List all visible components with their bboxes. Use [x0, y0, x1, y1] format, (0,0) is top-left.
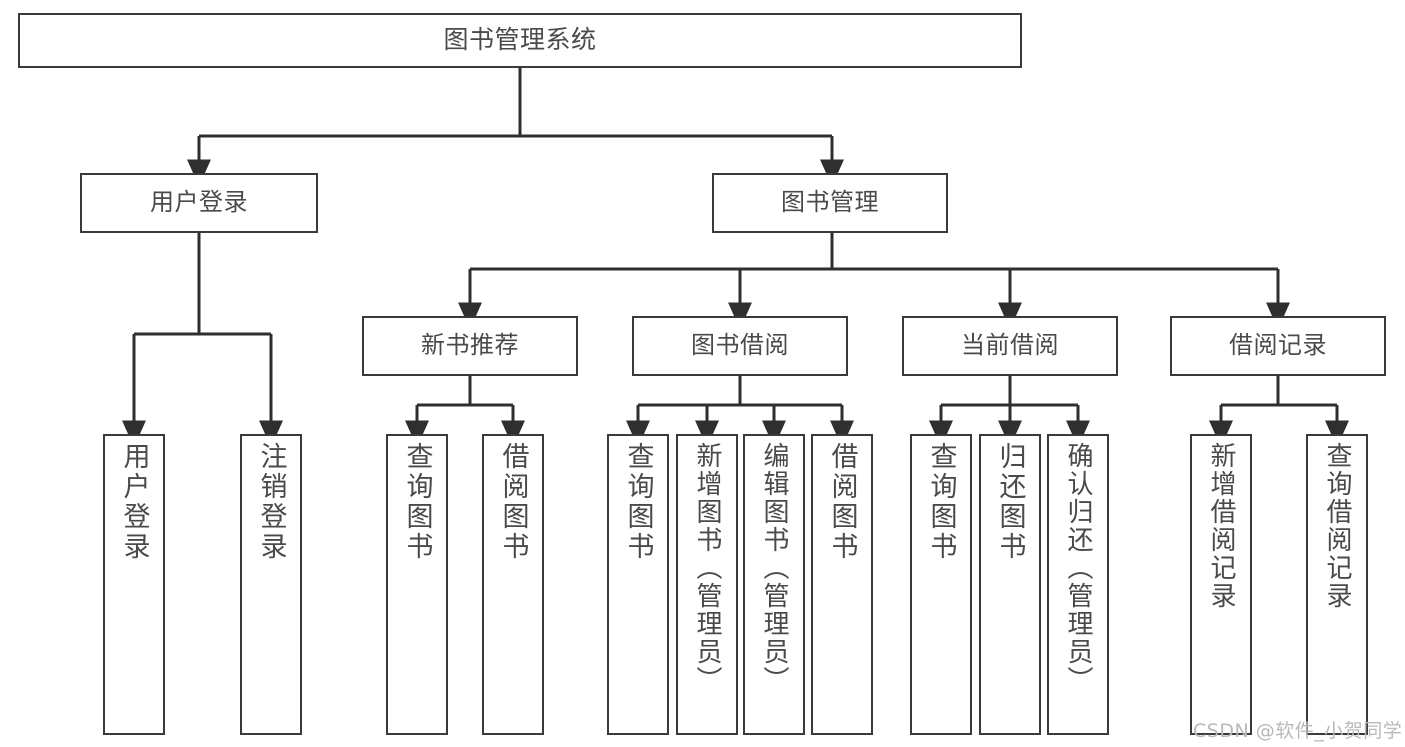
node-label: 图书管理系统 — [443, 25, 597, 55]
leaf-book-borrow-add[interactable]: 新增图书（管理员） — [676, 434, 738, 735]
node-label: 新增借阅记录 — [1206, 442, 1236, 610]
node-label: 查询图书 — [622, 442, 654, 562]
node-label: 用户登录 — [118, 442, 150, 562]
node-current-borrow[interactable]: 当前借阅 — [902, 316, 1118, 376]
node-label: 图书管理 — [781, 188, 879, 217]
node-book-borrow[interactable]: 图书借阅 — [632, 316, 848, 376]
leaf-book-borrow-edit[interactable]: 编辑图书（管理员） — [743, 434, 805, 735]
node-user-login[interactable]: 用户登录 — [80, 173, 318, 233]
node-label: 图书借阅 — [691, 331, 789, 360]
leaf-borrow-record-query[interactable]: 查询借阅记录 — [1306, 434, 1368, 735]
node-label: 当前借阅 — [961, 331, 1059, 360]
leaf-borrow-record-add[interactable]: 新增借阅记录 — [1190, 434, 1252, 735]
leaf-new-book-borrow[interactable]: 借阅图书 — [482, 434, 544, 735]
leaf-book-borrow-query[interactable]: 查询图书 — [607, 434, 669, 735]
node-label: 新书推荐 — [421, 331, 519, 360]
node-borrow-record[interactable]: 借阅记录 — [1170, 316, 1386, 376]
node-book-management[interactable]: 图书管理 — [712, 173, 948, 233]
node-label: 借阅图书 — [826, 442, 858, 562]
node-label: 查询图书 — [401, 442, 433, 562]
node-label: 借阅图书 — [497, 442, 529, 562]
watermark-text: CSDN @软件_小贺同学 — [1193, 720, 1403, 742]
leaf-book-borrow-borrow[interactable]: 借阅图书 — [811, 434, 873, 735]
node-label: 查询借阅记录 — [1322, 442, 1352, 610]
leaf-user-login-signout[interactable]: 注销登录 — [240, 434, 302, 735]
leaf-current-borrow-confirm-return[interactable]: 确认归还（管理员） — [1047, 434, 1109, 735]
node-label: 确认归还（管理员） — [1063, 442, 1093, 694]
node-new-book-recommend[interactable]: 新书推荐 — [362, 316, 578, 376]
leaf-new-book-query[interactable]: 查询图书 — [386, 434, 448, 735]
node-label: 归还图书 — [994, 442, 1026, 562]
node-label: 用户登录 — [150, 188, 248, 217]
leaf-current-borrow-return[interactable]: 归还图书 — [979, 434, 1041, 735]
node-label: 编辑图书（管理员） — [759, 442, 789, 694]
leaf-user-login-signin[interactable]: 用户登录 — [103, 434, 165, 735]
node-label: 查询图书 — [925, 442, 957, 562]
node-label: 新增图书（管理员） — [692, 442, 722, 694]
node-root-system[interactable]: 图书管理系统 — [18, 13, 1022, 68]
node-label: 借阅记录 — [1229, 331, 1327, 360]
node-label: 注销登录 — [255, 442, 287, 562]
leaf-current-borrow-query[interactable]: 查询图书 — [910, 434, 972, 735]
